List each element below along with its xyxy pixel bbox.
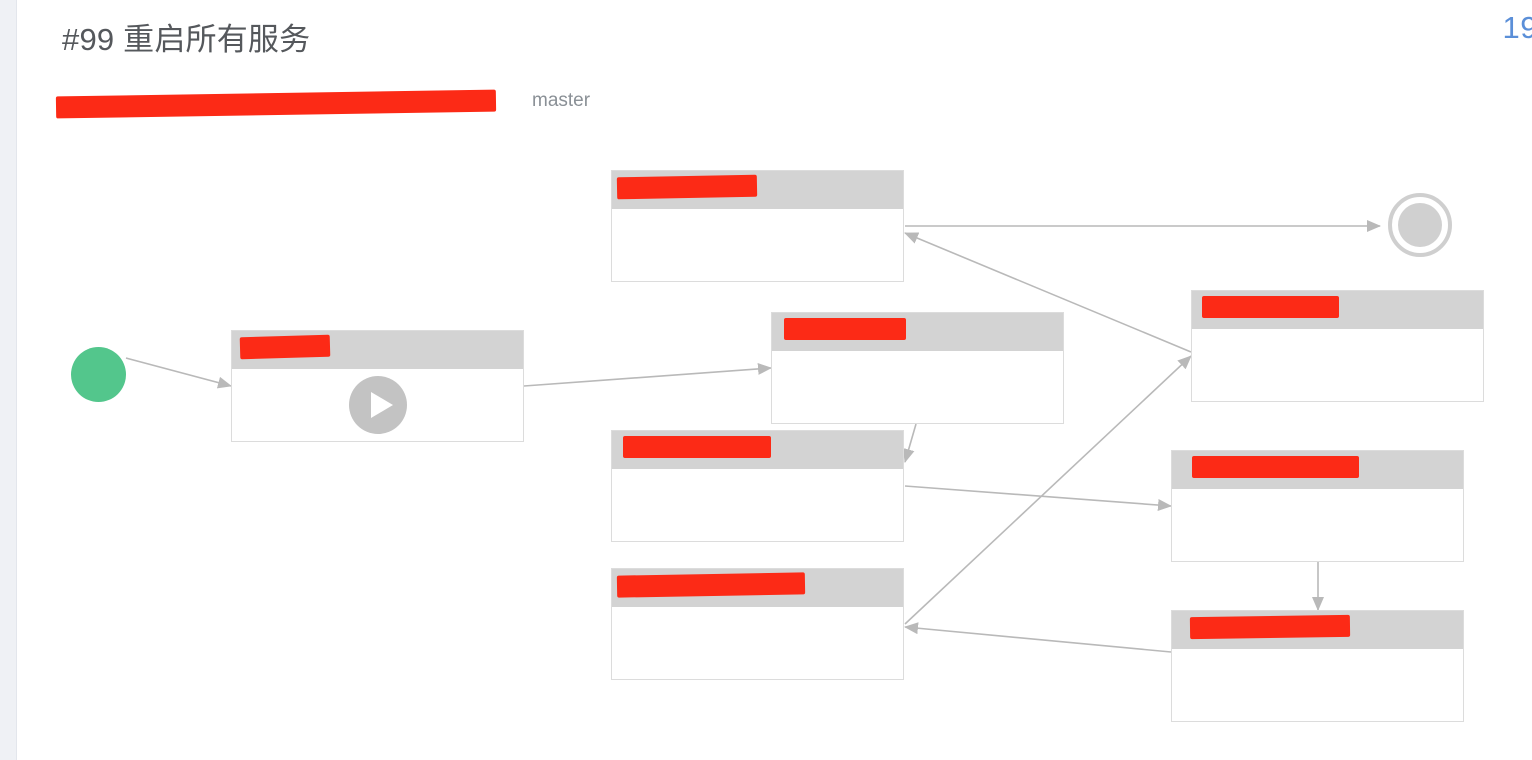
node-body-n2 xyxy=(612,209,903,281)
redaction-mark-n6 xyxy=(1202,296,1339,318)
node-body-n1 xyxy=(232,369,523,441)
pipeline-graph[interactable] xyxy=(0,140,1532,760)
play-icon[interactable] xyxy=(348,375,408,435)
node-header-n5 xyxy=(612,569,903,607)
start-node[interactable] xyxy=(71,347,126,402)
pipeline-node-n7[interactable] xyxy=(1171,450,1464,562)
node-header-n8 xyxy=(1172,611,1463,649)
pipeline-node-n1[interactable] xyxy=(231,330,524,442)
pipeline-node-n6[interactable] xyxy=(1191,290,1484,402)
node-header-n3 xyxy=(772,313,1063,351)
pipeline-node-n8[interactable] xyxy=(1171,610,1464,722)
redaction-mark-n3 xyxy=(784,318,906,340)
pipeline-node-n2[interactable] xyxy=(611,170,904,282)
node-header-n2 xyxy=(612,171,903,209)
node-body-n7 xyxy=(1172,489,1463,561)
edge-start-n1 xyxy=(125,357,232,389)
redaction-mark-n4 xyxy=(623,436,771,458)
node-body-n4 xyxy=(612,469,903,541)
edge-n8-n5 xyxy=(904,622,1172,653)
redaction-mark-n5 xyxy=(616,572,806,598)
pipeline-node-n4[interactable] xyxy=(611,430,904,542)
edge-n3-n4 xyxy=(902,423,917,463)
node-header-n7 xyxy=(1172,451,1463,489)
redaction-mark-n2 xyxy=(616,174,758,200)
page-title: #99 重启所有服务 xyxy=(62,22,311,57)
node-header-n6 xyxy=(1192,291,1483,329)
edge-n1-n3 xyxy=(523,362,772,387)
end-node[interactable] xyxy=(1388,193,1452,257)
node-body-n3 xyxy=(772,351,1063,423)
branch-label: master xyxy=(532,90,591,111)
node-body-n5 xyxy=(612,607,903,679)
node-body-n6 xyxy=(1192,329,1483,401)
edge-n4-n7 xyxy=(904,485,1172,512)
redaction-mark-n1 xyxy=(239,334,331,360)
node-body-n8 xyxy=(1172,649,1463,721)
redaction-mark-n7 xyxy=(1192,456,1359,478)
redaction-mark-n8 xyxy=(1189,614,1351,640)
pipeline-node-n3[interactable] xyxy=(771,312,1064,424)
redaction-mark-url xyxy=(55,89,497,119)
build-header: #99 重启所有服务 master 19 xyxy=(0,0,1532,140)
node-header-n4 xyxy=(612,431,903,469)
page-left-gutter xyxy=(0,0,17,760)
build-duration: 19 xyxy=(1502,10,1532,45)
pipeline-node-n5[interactable] xyxy=(611,568,904,680)
node-header-n1 xyxy=(232,331,523,369)
